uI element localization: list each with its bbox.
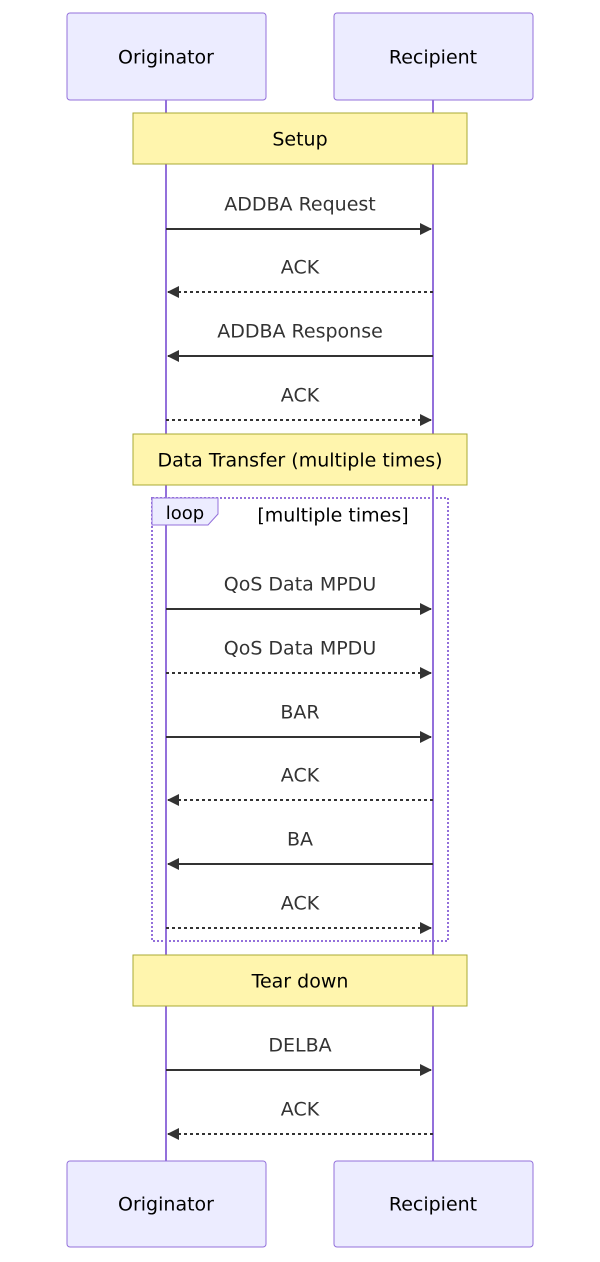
actor-originator-bottom: Originator: [66, 1160, 267, 1248]
message: ACK: [167, 257, 433, 298]
message: ADDBA Request: [166, 194, 432, 235]
actor-recipient-bottom-label: Recipient: [389, 1194, 477, 1216]
message-label: ACK: [281, 1099, 320, 1121]
message-label: ADDBA Response: [217, 321, 383, 343]
message-label: ACK: [281, 257, 320, 279]
message: ADDBA Response: [167, 321, 433, 362]
loop-frame: loop [multiple times]: [151, 497, 449, 942]
message: BA: [167, 829, 433, 870]
note-data-transfer-text: Data Transfer (multiple times): [157, 450, 442, 472]
message: DELBA: [166, 1035, 432, 1076]
message-label: ACK: [281, 385, 320, 407]
message: QoS Data MPDU: [166, 638, 432, 679]
actor-originator-top-label: Originator: [118, 47, 214, 69]
note-tear-down-text: Tear down: [251, 971, 349, 993]
message: QoS Data MPDU: [166, 574, 432, 615]
message-label: QoS Data MPDU: [224, 638, 376, 660]
message-label: ACK: [281, 765, 320, 787]
message-label: ADDBA Request: [224, 194, 376, 216]
message: ACK: [166, 893, 432, 934]
actor-recipient-top: Recipient: [333, 12, 534, 101]
message-label: BA: [287, 829, 313, 851]
actor-originator-bottom-label: Originator: [118, 1194, 214, 1216]
message-label: ACK: [281, 893, 320, 915]
message: ACK: [167, 1099, 433, 1140]
message: BAR: [166, 702, 432, 743]
actor-recipient-bottom: Recipient: [333, 1160, 534, 1248]
actor-originator-top: Originator: [66, 12, 267, 101]
loop-condition: [multiple times]: [257, 505, 408, 527]
loop-label-tab: [151, 497, 219, 526]
message-label: DELBA: [268, 1035, 331, 1057]
message: ACK: [167, 765, 433, 806]
message-label: BAR: [280, 702, 319, 724]
message-label: QoS Data MPDU: [224, 574, 376, 596]
note-setup-text: Setup: [272, 129, 327, 151]
message: ACK: [166, 385, 432, 426]
loop-label: loop: [166, 503, 204, 524]
note-setup: Setup: [132, 112, 468, 165]
note-tear-down: Tear down: [132, 954, 468, 1007]
note-data-transfer: Data Transfer (multiple times): [132, 433, 468, 486]
actor-recipient-top-label: Recipient: [389, 47, 477, 69]
